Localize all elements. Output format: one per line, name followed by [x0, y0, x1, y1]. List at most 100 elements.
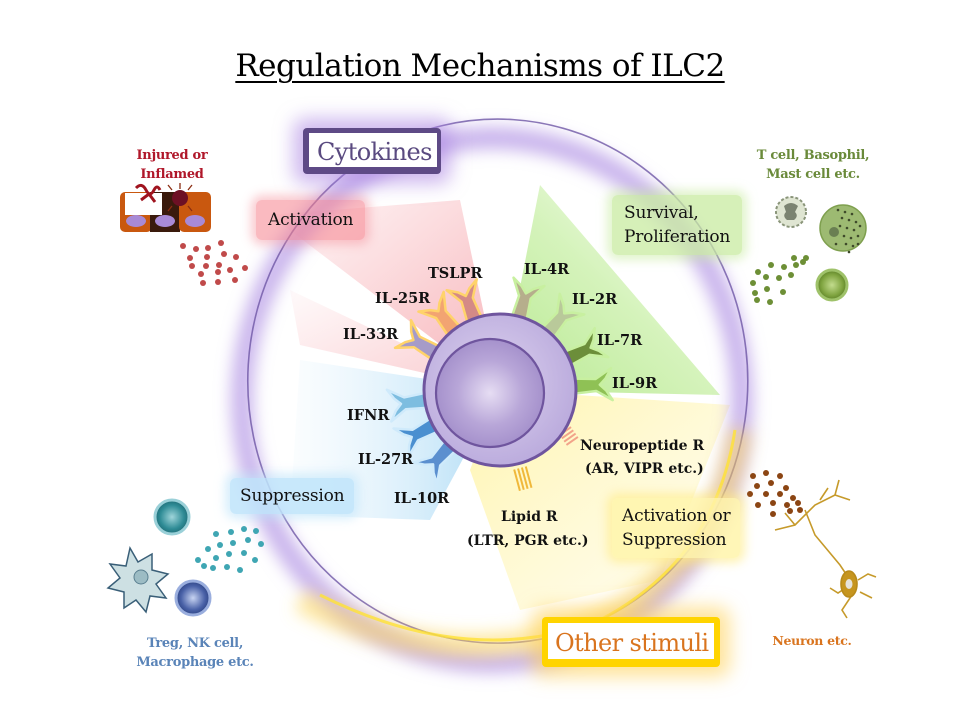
survival-proliferation-box: Survival, Proliferation	[612, 195, 743, 255]
dot	[187, 255, 193, 261]
dot	[232, 277, 238, 283]
dot	[205, 245, 211, 251]
receptor-label-il33r: IL-33R	[343, 326, 399, 343]
other-stimuli-label: Other stimuli	[548, 623, 714, 659]
cytokines-label: Cytokines	[309, 133, 437, 167]
treg-line1: Treg, NK cell,	[146, 636, 244, 651]
cytokines-box: Cytokines	[303, 128, 441, 174]
granule	[836, 208, 840, 212]
suppression-label-2: Suppression	[622, 530, 727, 550]
granule	[854, 220, 858, 224]
receptor-label-il9r: IL-9R	[612, 375, 658, 392]
dot	[770, 500, 776, 506]
receptor-label-lipid: Lipid R	[501, 509, 558, 525]
dot	[217, 542, 223, 548]
granule	[847, 218, 851, 222]
dot	[750, 280, 756, 286]
granule	[834, 242, 838, 246]
receptor-label-il7r: IL-7R	[597, 332, 643, 349]
dot	[201, 563, 207, 569]
receptor-il9r-icon	[566, 366, 614, 402]
tcell-basophil-mast-icons	[775, 196, 867, 302]
dot	[770, 511, 776, 517]
dot	[750, 473, 756, 479]
granule	[851, 244, 855, 248]
epithelial-tissue-icon	[120, 183, 211, 232]
receptor-label-il2r: IL-2R	[572, 291, 618, 308]
dot	[221, 251, 227, 257]
dot	[215, 279, 221, 285]
dot	[781, 264, 787, 270]
receptor-label-ifnr: IFNR	[347, 407, 390, 424]
dot	[777, 491, 783, 497]
dot	[764, 286, 770, 292]
dot	[763, 274, 769, 280]
granule	[838, 224, 842, 228]
granule	[845, 226, 849, 230]
dot	[768, 480, 774, 486]
dot	[793, 262, 799, 268]
proliferation-label: Proliferation	[624, 227, 731, 247]
dot	[252, 557, 258, 563]
suppression-box: Suppression	[230, 478, 355, 514]
treg-line2: Macrophage etc.	[136, 655, 254, 670]
lipid-receptor-icon	[513, 466, 533, 492]
survival-cytokine-dots	[750, 255, 809, 305]
dot	[747, 491, 753, 497]
dot	[193, 246, 199, 252]
dot	[200, 280, 206, 286]
dot	[763, 470, 769, 476]
dot	[776, 275, 782, 281]
dot	[213, 555, 219, 561]
granule	[852, 228, 856, 232]
dot	[215, 269, 221, 275]
activation-label: Activation	[268, 210, 354, 230]
dot	[790, 495, 796, 501]
tcell-source-label: T cell, Basophil, Mast cell etc.	[748, 146, 878, 184]
neuron-source-label: Neuron etc.	[762, 631, 862, 650]
epithelial-line2: Inflamed	[140, 167, 204, 182]
dot	[755, 502, 761, 508]
activation-cytokine-dots	[180, 240, 248, 286]
page-title-text: Regulation Mechanisms of ILC2	[235, 48, 725, 84]
granule	[858, 224, 862, 228]
granule	[842, 234, 846, 238]
dot	[213, 531, 219, 537]
treg-source-label: Treg, NK cell, Macrophage etc.	[120, 634, 270, 672]
mast-granules	[834, 208, 862, 254]
receptor-tslpr-icon	[445, 278, 486, 331]
receptor-il4r-icon	[508, 276, 546, 328]
ilc2-cell-icon	[422, 312, 578, 468]
dot	[755, 269, 761, 275]
dot	[230, 540, 236, 546]
dot	[227, 267, 233, 273]
dot	[241, 526, 247, 532]
other-stimuli-box: Other stimuli	[542, 617, 720, 667]
dot	[228, 529, 234, 535]
dot	[203, 263, 209, 269]
granule	[840, 216, 844, 220]
dot	[204, 254, 210, 260]
tcell-line1: T cell, Basophil,	[756, 148, 870, 163]
neuron-mediator-dots	[747, 470, 803, 517]
dot	[233, 254, 239, 260]
dot	[783, 485, 789, 491]
receptor-label-neuropeptide: Neuropeptide R	[580, 438, 705, 454]
dot	[245, 537, 251, 543]
survival-label: Survival,	[624, 203, 699, 223]
dot	[237, 567, 243, 573]
dot	[767, 299, 773, 305]
dot	[189, 263, 195, 269]
dot	[198, 271, 204, 277]
epithelial-line3: Epithelial Tissue	[113, 186, 231, 201]
dot	[787, 508, 793, 514]
dot	[224, 564, 230, 570]
page-title: Regulation Mechanisms of ILC2	[0, 48, 960, 84]
dot	[216, 262, 222, 268]
receptor-label-il4r: IL-4R	[524, 261, 570, 278]
tcell-line2: Mast cell etc.	[766, 167, 860, 182]
dot	[795, 500, 801, 506]
receptor-label-il10r: IL-10R	[394, 490, 450, 507]
receptor-ifnr-icon	[385, 388, 436, 423]
